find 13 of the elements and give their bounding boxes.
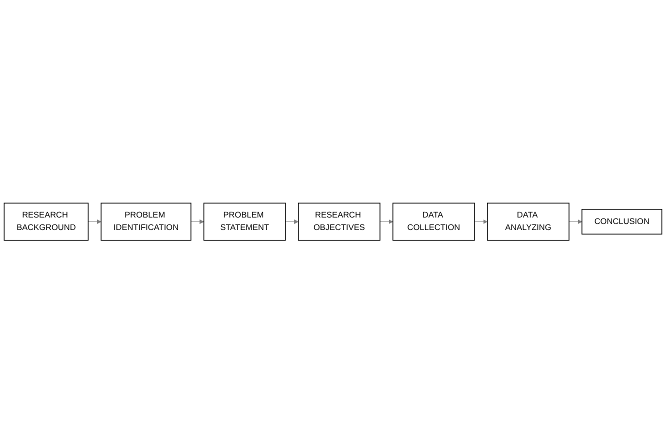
arrow: [190, 220, 204, 224]
node-box: DATA ANALYZING: [487, 203, 570, 241]
node-box: DATA COLLECTION: [392, 203, 475, 241]
arrow: [285, 220, 299, 224]
arrow: [380, 220, 394, 224]
node-box: RESEARCH BACKGROUND: [4, 203, 89, 241]
node-box: RESEARCH OBJECTIVES: [298, 203, 380, 241]
arrow: [474, 220, 488, 224]
arrow: [568, 220, 582, 224]
node-box: CONCLUSION: [582, 209, 662, 235]
arrow: [88, 220, 102, 224]
node-box: PROBLEM IDENTIFICATION: [100, 203, 192, 241]
node-box: PROBLEM STATEMENT: [203, 203, 286, 241]
